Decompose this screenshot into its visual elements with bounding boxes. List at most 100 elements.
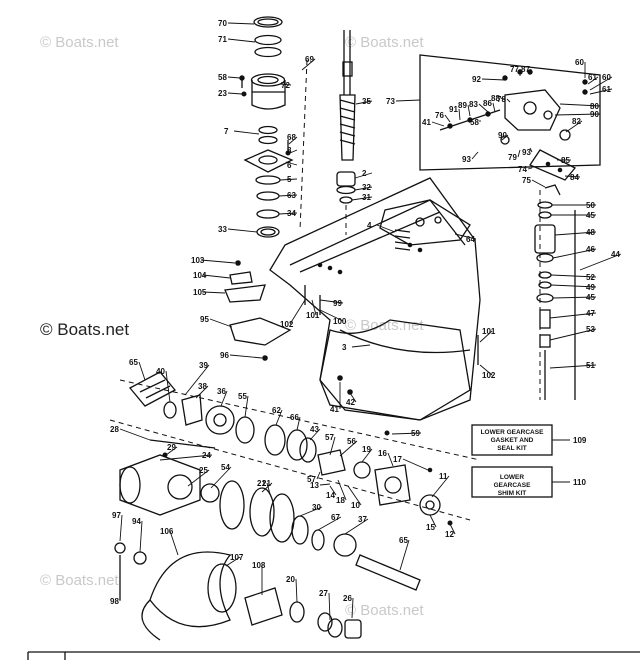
callout-56[interactable]: 56 [347, 437, 356, 446]
callout-102[interactable]: 102 [482, 371, 496, 380]
callout-62[interactable]: 62 [272, 406, 281, 415]
callout-102[interactable]: 102 [280, 320, 294, 329]
callout-104[interactable]: 104 [193, 271, 207, 280]
callout-16[interactable]: 16 [378, 449, 387, 458]
callout-65[interactable]: 65 [129, 358, 138, 367]
callout-78[interactable]: 78 [497, 95, 506, 104]
callout-15[interactable]: 15 [426, 523, 435, 532]
callout-60[interactable]: 60 [575, 58, 584, 67]
callout-80[interactable]: 80 [590, 102, 599, 111]
callout-18[interactable]: 18 [336, 496, 345, 505]
callout-85[interactable]: 85 [561, 156, 570, 165]
callout-93[interactable]: 93 [462, 155, 471, 164]
callout-40[interactable]: 40 [156, 367, 165, 376]
callout-45[interactable]: 45 [586, 293, 595, 302]
callout-44[interactable]: 44 [611, 250, 620, 259]
callout-14[interactable]: 14 [326, 491, 335, 500]
callout-70[interactable]: 70 [218, 19, 227, 28]
callout-17[interactable]: 17 [393, 455, 402, 464]
callout-53[interactable]: 53 [586, 325, 595, 334]
callout-57[interactable]: 57 [307, 475, 316, 484]
callout-20[interactable]: 20 [286, 575, 295, 584]
callout-107[interactable]: 107 [230, 553, 244, 562]
callout-7[interactable]: 7 [224, 127, 229, 136]
callout-99[interactable]: 99 [333, 299, 342, 308]
callout-33[interactable]: 33 [218, 225, 227, 234]
callout-75[interactable]: 75 [522, 176, 531, 185]
callout-101[interactable]: 101 [482, 327, 496, 336]
callout-95[interactable]: 95 [200, 315, 209, 324]
callout-92[interactable]: 92 [472, 75, 481, 84]
callout-38[interactable]: 38 [198, 382, 207, 391]
callout-13[interactable]: 13 [310, 481, 319, 490]
callout-12[interactable]: 12 [445, 530, 454, 539]
callout-82[interactable]: 82 [572, 117, 581, 126]
callout-48[interactable]: 48 [586, 228, 595, 237]
callout-47[interactable]: 47 [586, 309, 595, 318]
callout-30[interactable]: 30 [312, 503, 321, 512]
callout-65[interactable]: 65 [399, 536, 408, 545]
callout-8[interactable]: 8 [287, 146, 292, 155]
callout-34[interactable]: 34 [287, 209, 296, 218]
callout-74[interactable]: 74 [518, 165, 527, 174]
callout-90[interactable]: 90 [590, 110, 599, 119]
callout-98[interactable]: 98 [110, 597, 119, 606]
callout-68[interactable]: 68 [287, 133, 296, 142]
callout-42[interactable]: 42 [346, 398, 355, 407]
callout-66[interactable]: 66 [290, 413, 299, 422]
callout-58[interactable]: 58 [470, 118, 479, 127]
callout-23[interactable]: 23 [218, 89, 227, 98]
callout-29[interactable]: 29 [167, 443, 176, 452]
callout-105[interactable]: 105 [193, 288, 207, 297]
callout-72[interactable]: 72 [281, 81, 290, 90]
callout-101[interactable]: 101 [306, 311, 320, 320]
callout-77[interactable]: 77 [510, 65, 519, 74]
callout-27[interactable]: 27 [319, 589, 328, 598]
callout-55[interactable]: 55 [238, 392, 247, 401]
callout-28[interactable]: 28 [110, 425, 119, 434]
callout-67[interactable]: 67 [331, 513, 340, 522]
callout-5[interactable]: 5 [287, 175, 292, 184]
callout-90[interactable]: 90 [498, 131, 507, 140]
callout-61[interactable]: 61 [588, 73, 597, 82]
callout-93[interactable]: 93 [522, 148, 531, 157]
callout-43[interactable]: 43 [310, 425, 319, 434]
callout-71[interactable]: 71 [218, 35, 227, 44]
callout-32[interactable]: 32 [362, 183, 371, 192]
callout-64[interactable]: 64 [466, 235, 475, 244]
callout-54[interactable]: 54 [221, 463, 230, 472]
callout-35[interactable]: 35 [362, 97, 371, 106]
callout-83[interactable]: 83 [469, 100, 478, 109]
callout-60[interactable]: 60 [602, 73, 611, 82]
callout-108[interactable]: 108 [252, 561, 266, 570]
callout-63[interactable]: 63 [287, 191, 296, 200]
callout-25[interactable]: 25 [199, 466, 208, 475]
callout-79[interactable]: 79 [508, 153, 517, 162]
callout-39[interactable]: 39 [199, 361, 208, 370]
callout-52[interactable]: 52 [586, 273, 595, 282]
callout-11[interactable]: 11 [439, 472, 448, 481]
callout-51[interactable]: 51 [586, 361, 595, 370]
callout-10[interactable]: 10 [351, 501, 360, 510]
callout-21[interactable]: 21 [257, 479, 266, 488]
callout-76[interactable]: 76 [435, 111, 444, 120]
callout-100[interactable]: 100 [333, 317, 347, 326]
callout-3[interactable]: 3 [342, 343, 347, 352]
callout-84[interactable]: 84 [570, 173, 579, 182]
callout-6[interactable]: 6 [287, 161, 292, 170]
callout-61[interactable]: 61 [602, 85, 611, 94]
callout-103[interactable]: 103 [191, 256, 205, 265]
callout-73[interactable]: 73 [386, 97, 395, 106]
callout-19[interactable]: 19 [362, 445, 371, 454]
callout-87[interactable]: 87 [521, 65, 530, 74]
callout-57[interactable]: 57 [325, 433, 334, 442]
callout-37[interactable]: 37 [358, 515, 367, 524]
callout-59[interactable]: 59 [411, 429, 420, 438]
callout-24[interactable]: 24 [202, 451, 211, 460]
callout-41[interactable]: 41 [330, 405, 339, 414]
callout-96[interactable]: 96 [220, 351, 229, 360]
callout-50[interactable]: 50 [586, 201, 595, 210]
callout-86[interactable]: 86 [483, 99, 492, 108]
callout-97[interactable]: 97 [112, 511, 121, 520]
callout-94[interactable]: 94 [132, 517, 141, 526]
